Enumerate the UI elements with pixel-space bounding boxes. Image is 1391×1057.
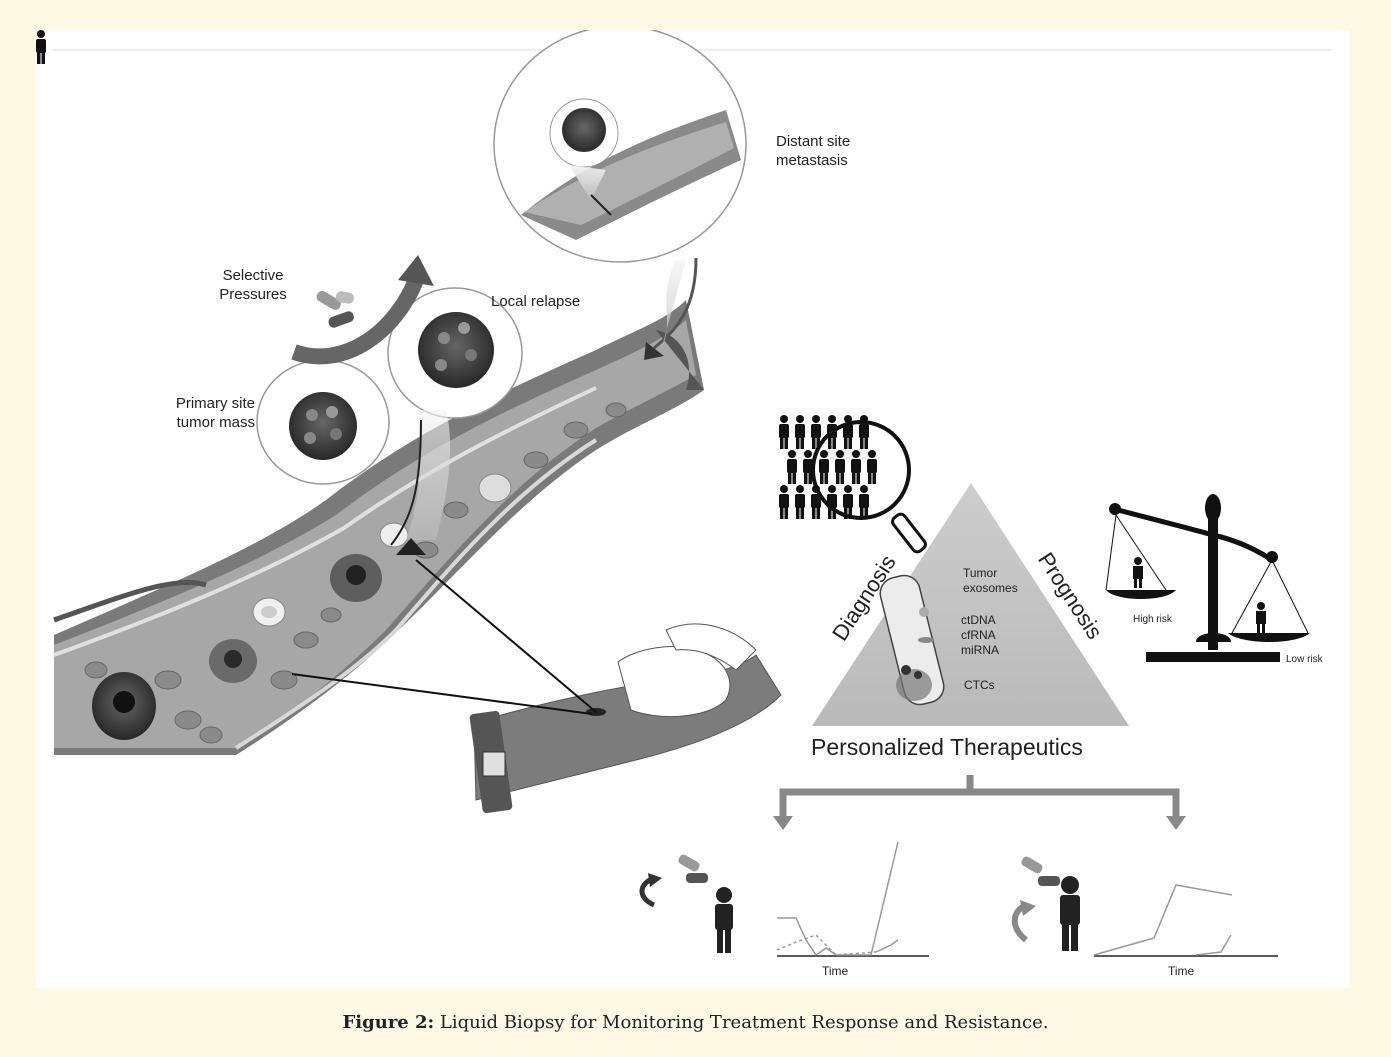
diagnosis-triangle [812,483,1129,726]
local-relapse-inset [387,287,523,419]
pill-icon [316,291,354,328]
figure-illustration [36,30,1332,957]
primary-site-label: Primary site tumor mass [163,394,255,432]
selective-pressures-line-1: Selective [222,267,284,284]
local-relapse-label: Local relapse [491,293,581,310]
cfrna-label: cfRNA [961,628,996,642]
blood-tube-icon [879,574,945,706]
primary-site-line-1: Primary site [175,395,255,412]
tumor-exosomes-label: Tumor exosomes [963,566,1018,596]
magnifier-icon [811,420,927,554]
caption-prefix: Figure 2: [342,1012,435,1033]
selective-pressures-label: Selective Pressures [208,266,298,304]
person-icon [1256,602,1266,633]
caption-text: Liquid Biopsy for Monitoring Treatment R… [434,1012,1049,1033]
ctdna-label: ctDNA [961,613,996,627]
primary-site-line-2: tumor mass [176,414,255,431]
time-axis-label-right: Time [1168,964,1195,978]
selective-pressure-arrow [291,255,434,365]
time-axis-label-left: Time [822,964,849,978]
distant-site-line-1: Distant site [776,133,851,150]
crowd-icon [36,30,877,519]
ctcs-label: CTCs [964,678,995,692]
figure-caption: Figure 2: Liquid Biopsy for Monitoring T… [0,1012,1391,1033]
balance-scale-icon [1105,494,1310,662]
treatment-panel-right [1011,856,1278,957]
mirna-label: miRNA [961,643,999,657]
blood-vessel [53,300,704,755]
therapy-bracket [779,775,1180,820]
selective-pressures-line-2: Pressures [219,286,287,303]
high-risk-label: High risk [1133,614,1172,625]
tumor-exosomes-line-1: Tumor [963,566,998,580]
blood-draw-arm [469,623,782,814]
primary-site-inset [256,359,390,485]
distant-site-line-2: metastasis [776,152,848,169]
low-risk-label: Low risk [1286,654,1323,665]
nucleic-acids-label: ctDNA cfRNA miRNA [961,613,999,658]
figure-frame: Distant site metastasis Selective Pressu… [36,30,1350,988]
distant-site-label: Distant site metastasis [776,132,850,170]
person-icon [1133,557,1143,588]
tumor-exosomes-line-2: exosomes [963,581,1018,595]
distant-site-inset [493,30,747,360]
treatment-panel-left [639,841,929,957]
personalized-therapeutics-label: Personalized Therapeutics [811,734,1083,760]
